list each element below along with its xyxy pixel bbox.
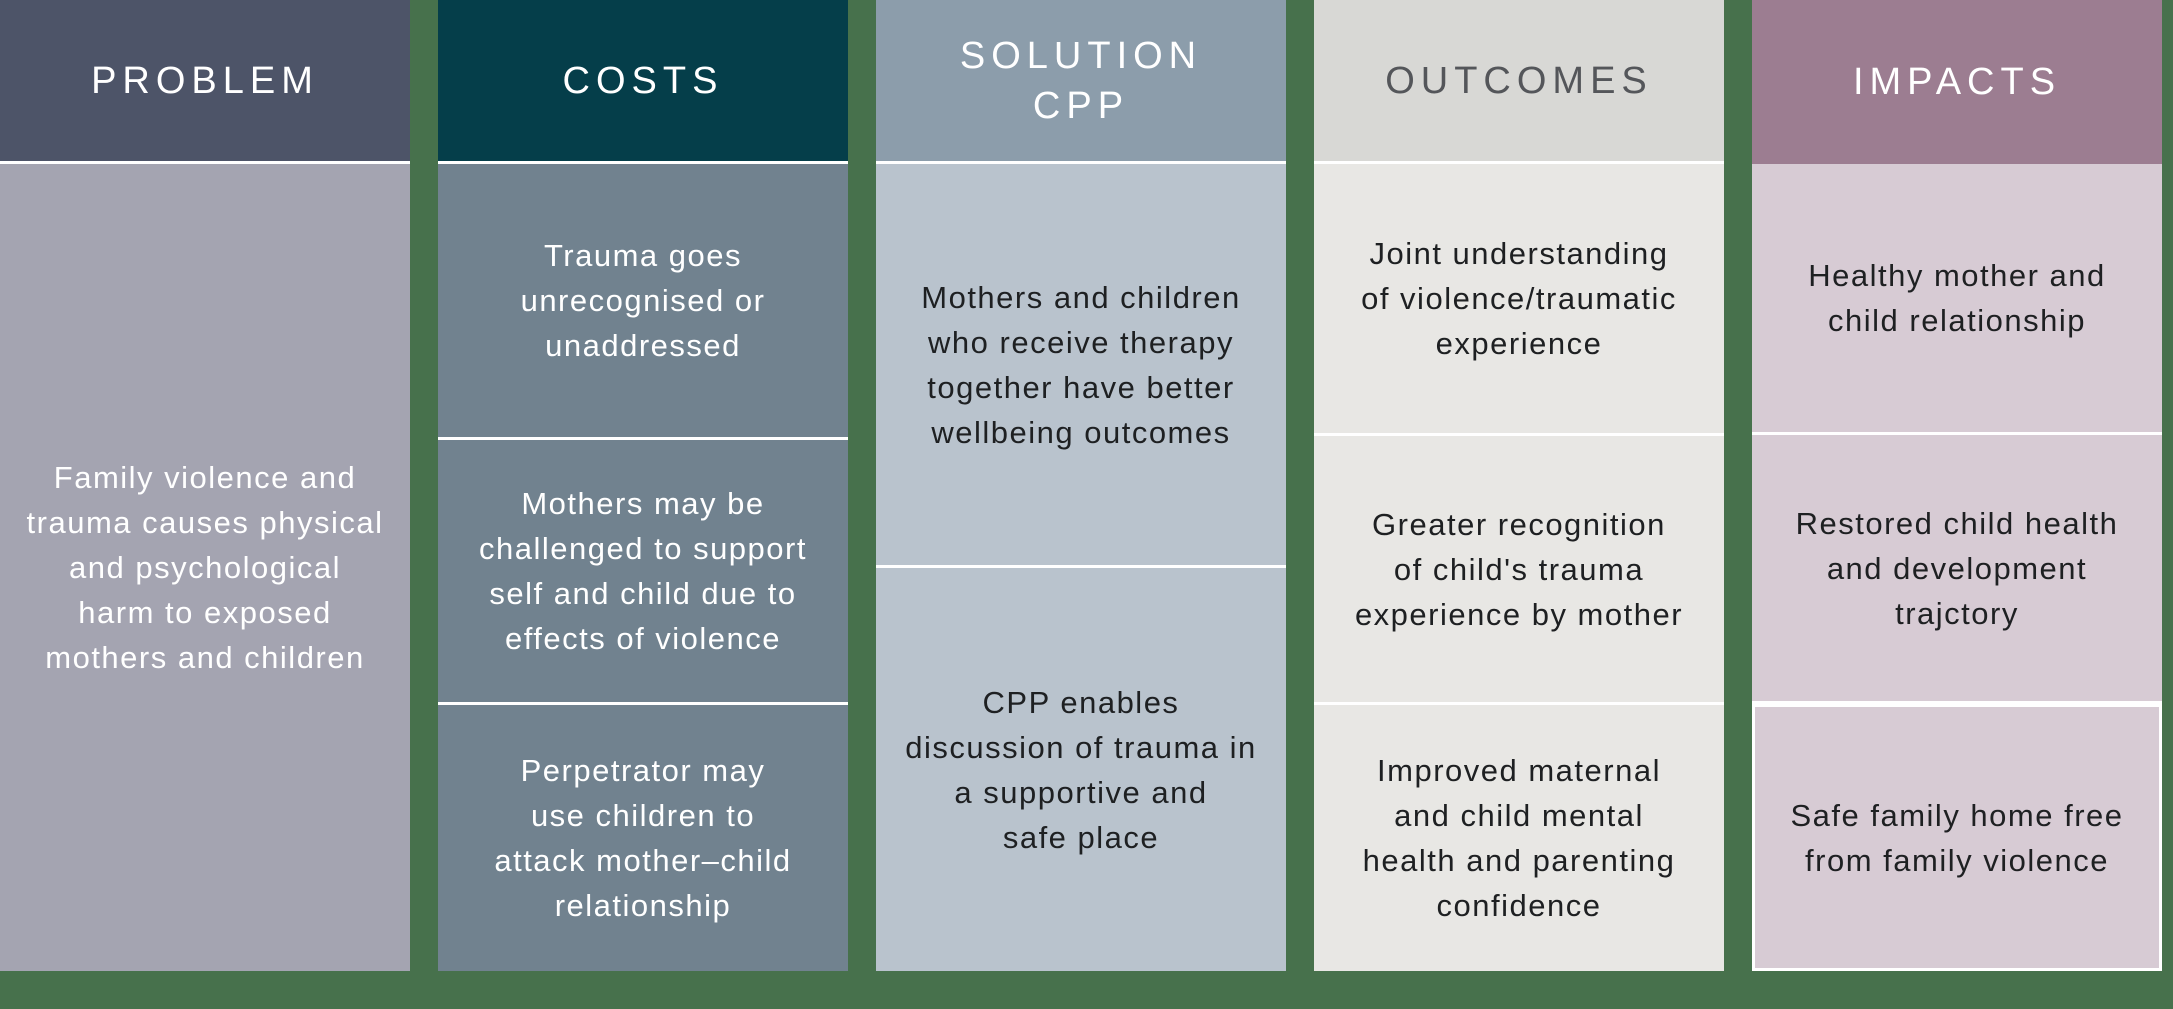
column-header-costs: COSTS (438, 0, 848, 161)
column-impacts: IMPACTS Healthy mother and child relatio… (1752, 0, 2162, 971)
solution-cell-1: Mothers and children who receive therapy… (876, 164, 1286, 565)
cell-divider (1314, 702, 1724, 705)
costs-cell-3-text: Perpetrator may use children to attack m… (494, 753, 792, 923)
column-header-problem: PROBLEM (0, 0, 410, 161)
outcomes-cell-1: Joint understanding of violence/traumati… (1314, 164, 1724, 433)
outcomes-cell-3: Improved maternal and child mental healt… (1314, 705, 1724, 971)
column-costs: COSTS Trauma goes unrecognised or unaddr… (438, 0, 848, 971)
cell-divider (1752, 701, 2162, 704)
column-outcomes: OUTCOMES Joint understanding of violence… (1314, 0, 1724, 971)
header-divider (438, 161, 848, 164)
outcomes-cell-2: Greater recognition of child's trauma ex… (1314, 436, 1724, 702)
impacts-cell-3: Safe family home free from family violen… (1752, 704, 2162, 971)
column-header-impacts: IMPACTS (1752, 0, 2162, 164)
solution-cell-2-text: CPP enables discussion of trauma in a su… (905, 684, 1257, 855)
column-header-outcomes: OUTCOMES (1314, 0, 1724, 161)
outcomes-cell-3-text: Improved maternal and child mental healt… (1362, 753, 1676, 923)
cell-divider (438, 437, 848, 440)
impacts-cell-1-text: Healthy mother and child relationship (1808, 258, 2106, 338)
cell-divider (876, 565, 1286, 568)
impacts-cell-2-text: Restored child health and development tr… (1795, 505, 2119, 631)
impacts-cell-3-text: Safe family home free from family violen… (1790, 797, 2124, 878)
solution-cell-1-text: Mothers and children who receive therapy… (921, 279, 1241, 450)
costs-cell-1: Trauma goes unrecognised or unaddressed (438, 164, 848, 437)
solution-cell-2: CPP enables discussion of trauma in a su… (876, 568, 1286, 971)
problem-cell-1-text: Family violence and trauma causes physic… (26, 460, 384, 675)
cell-divider (1752, 432, 2162, 435)
outcomes-cell-2-text: Greater recognition of child's trauma ex… (1354, 506, 1684, 632)
outcomes-cell-1-text: Joint understanding of violence/traumati… (1361, 236, 1677, 361)
impacts-cell-1: Healthy mother and child relationship (1752, 164, 2162, 432)
costs-cell-2: Mothers may be challenged to support sel… (438, 440, 848, 702)
costs-cell-2-text: Mothers may be challenged to support sel… (479, 486, 807, 656)
cell-divider (438, 702, 848, 705)
problem-cell-1: Family violence and trauma causes physic… (0, 164, 410, 971)
column-header-solution-cpp: SOLUTION CPP (876, 0, 1286, 161)
header-divider (0, 161, 410, 164)
column-problem: PROBLEM Family violence and trauma cause… (0, 0, 410, 971)
costs-cell-3: Perpetrator may use children to attack m… (438, 705, 848, 971)
column-solution-cpp: SOLUTION CPP Mothers and children who re… (876, 0, 1286, 971)
header-divider (1314, 161, 1724, 164)
costs-cell-1-text: Trauma goes unrecognised or unaddressed (520, 238, 766, 363)
cell-divider (1314, 433, 1724, 436)
header-divider (876, 161, 1286, 164)
impacts-cell-2: Restored child health and development tr… (1752, 435, 2162, 701)
